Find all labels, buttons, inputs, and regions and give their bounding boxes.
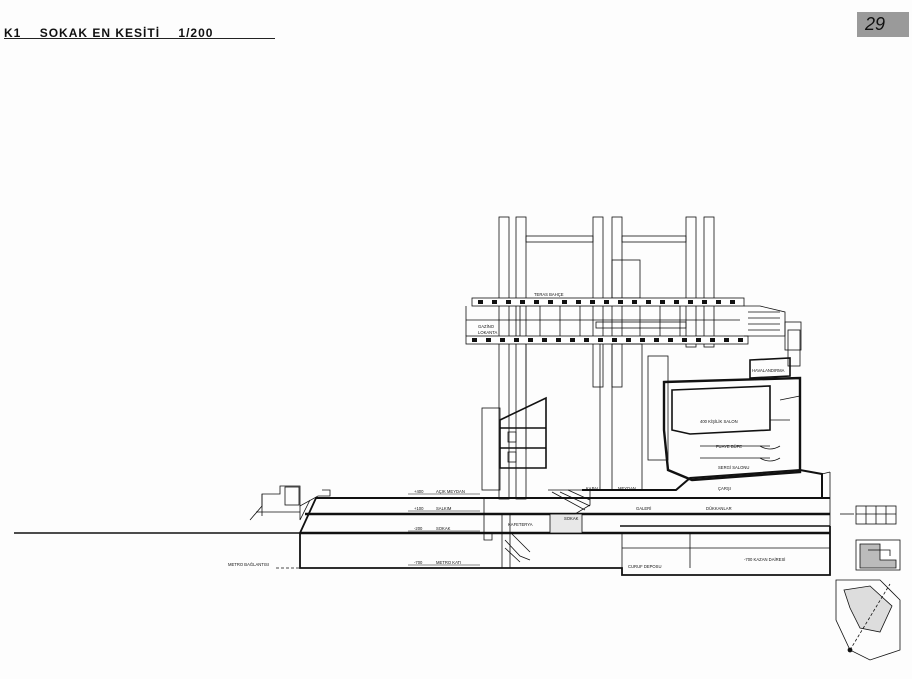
label-carsi: ÇARŞI — [718, 486, 731, 491]
base-volume — [299, 468, 831, 576]
level-name-2: SALKIM — [436, 506, 452, 511]
label-gazino: GAZİNO — [478, 324, 495, 329]
label-dukkanlar: DÜKKANLAR — [706, 506, 732, 511]
key-plan — [835, 539, 901, 661]
level-name-1: AÇIK MEYDAN — [436, 489, 465, 494]
level-value-4: -700 — [414, 560, 423, 565]
sheet-scale: 1/200 — [178, 26, 214, 40]
level-leaders — [408, 493, 480, 566]
label-galeri: GALERİ — [636, 506, 651, 511]
label-muzik: 400 KİŞİLİK SALON — [700, 419, 738, 424]
level-value-3: -200 — [414, 526, 423, 531]
labels: TERAS BAHÇE GAZİNO LOKANTA HAVALANDIRMA … — [228, 292, 785, 569]
left-wedge — [481, 396, 547, 491]
sheet-title: K1 SOKAK EN KESİTİ 1/200 — [4, 26, 227, 40]
level-name-3: SOKAK — [436, 526, 451, 531]
sheet-number: 29 — [857, 12, 909, 37]
concert-hall — [662, 329, 802, 482]
level-value-1: +400 — [414, 489, 424, 494]
label-meydan: MEYDAN — [618, 486, 636, 491]
label-sokak: SOKAK — [564, 516, 579, 521]
label-sergi: SERGİ SALONU — [718, 465, 749, 470]
label-metro-baglantisi: METRO BAĞLANTISI — [228, 562, 269, 567]
label-kapali: KAPALI — [586, 486, 600, 491]
sheet-code: K1 — [4, 26, 22, 40]
label-havalandirma: HAVALANDIRMA — [752, 368, 785, 373]
label-kafeterya: KAFETERYA — [508, 522, 533, 527]
level-value-2: +100 — [414, 506, 424, 511]
level-name-4: METRO KATI — [436, 560, 461, 565]
sheet-title-text: SOKAK EN KESİTİ — [39, 26, 161, 40]
title-underline — [4, 38, 275, 39]
central-stair — [548, 489, 591, 515]
grid-marks — [840, 505, 897, 525]
label-curuf: CURUF DEPOSU — [628, 564, 662, 569]
tower — [465, 216, 802, 500]
label-fuaye: FUAYE BÜFE — [716, 444, 742, 449]
label-kazan: -700 KAZAN DAİRESİ — [744, 557, 785, 562]
left-terrace — [249, 485, 331, 521]
label-teras: TERAS BAHÇE — [534, 292, 564, 297]
label-lokanta: LOKANTA — [478, 330, 497, 335]
